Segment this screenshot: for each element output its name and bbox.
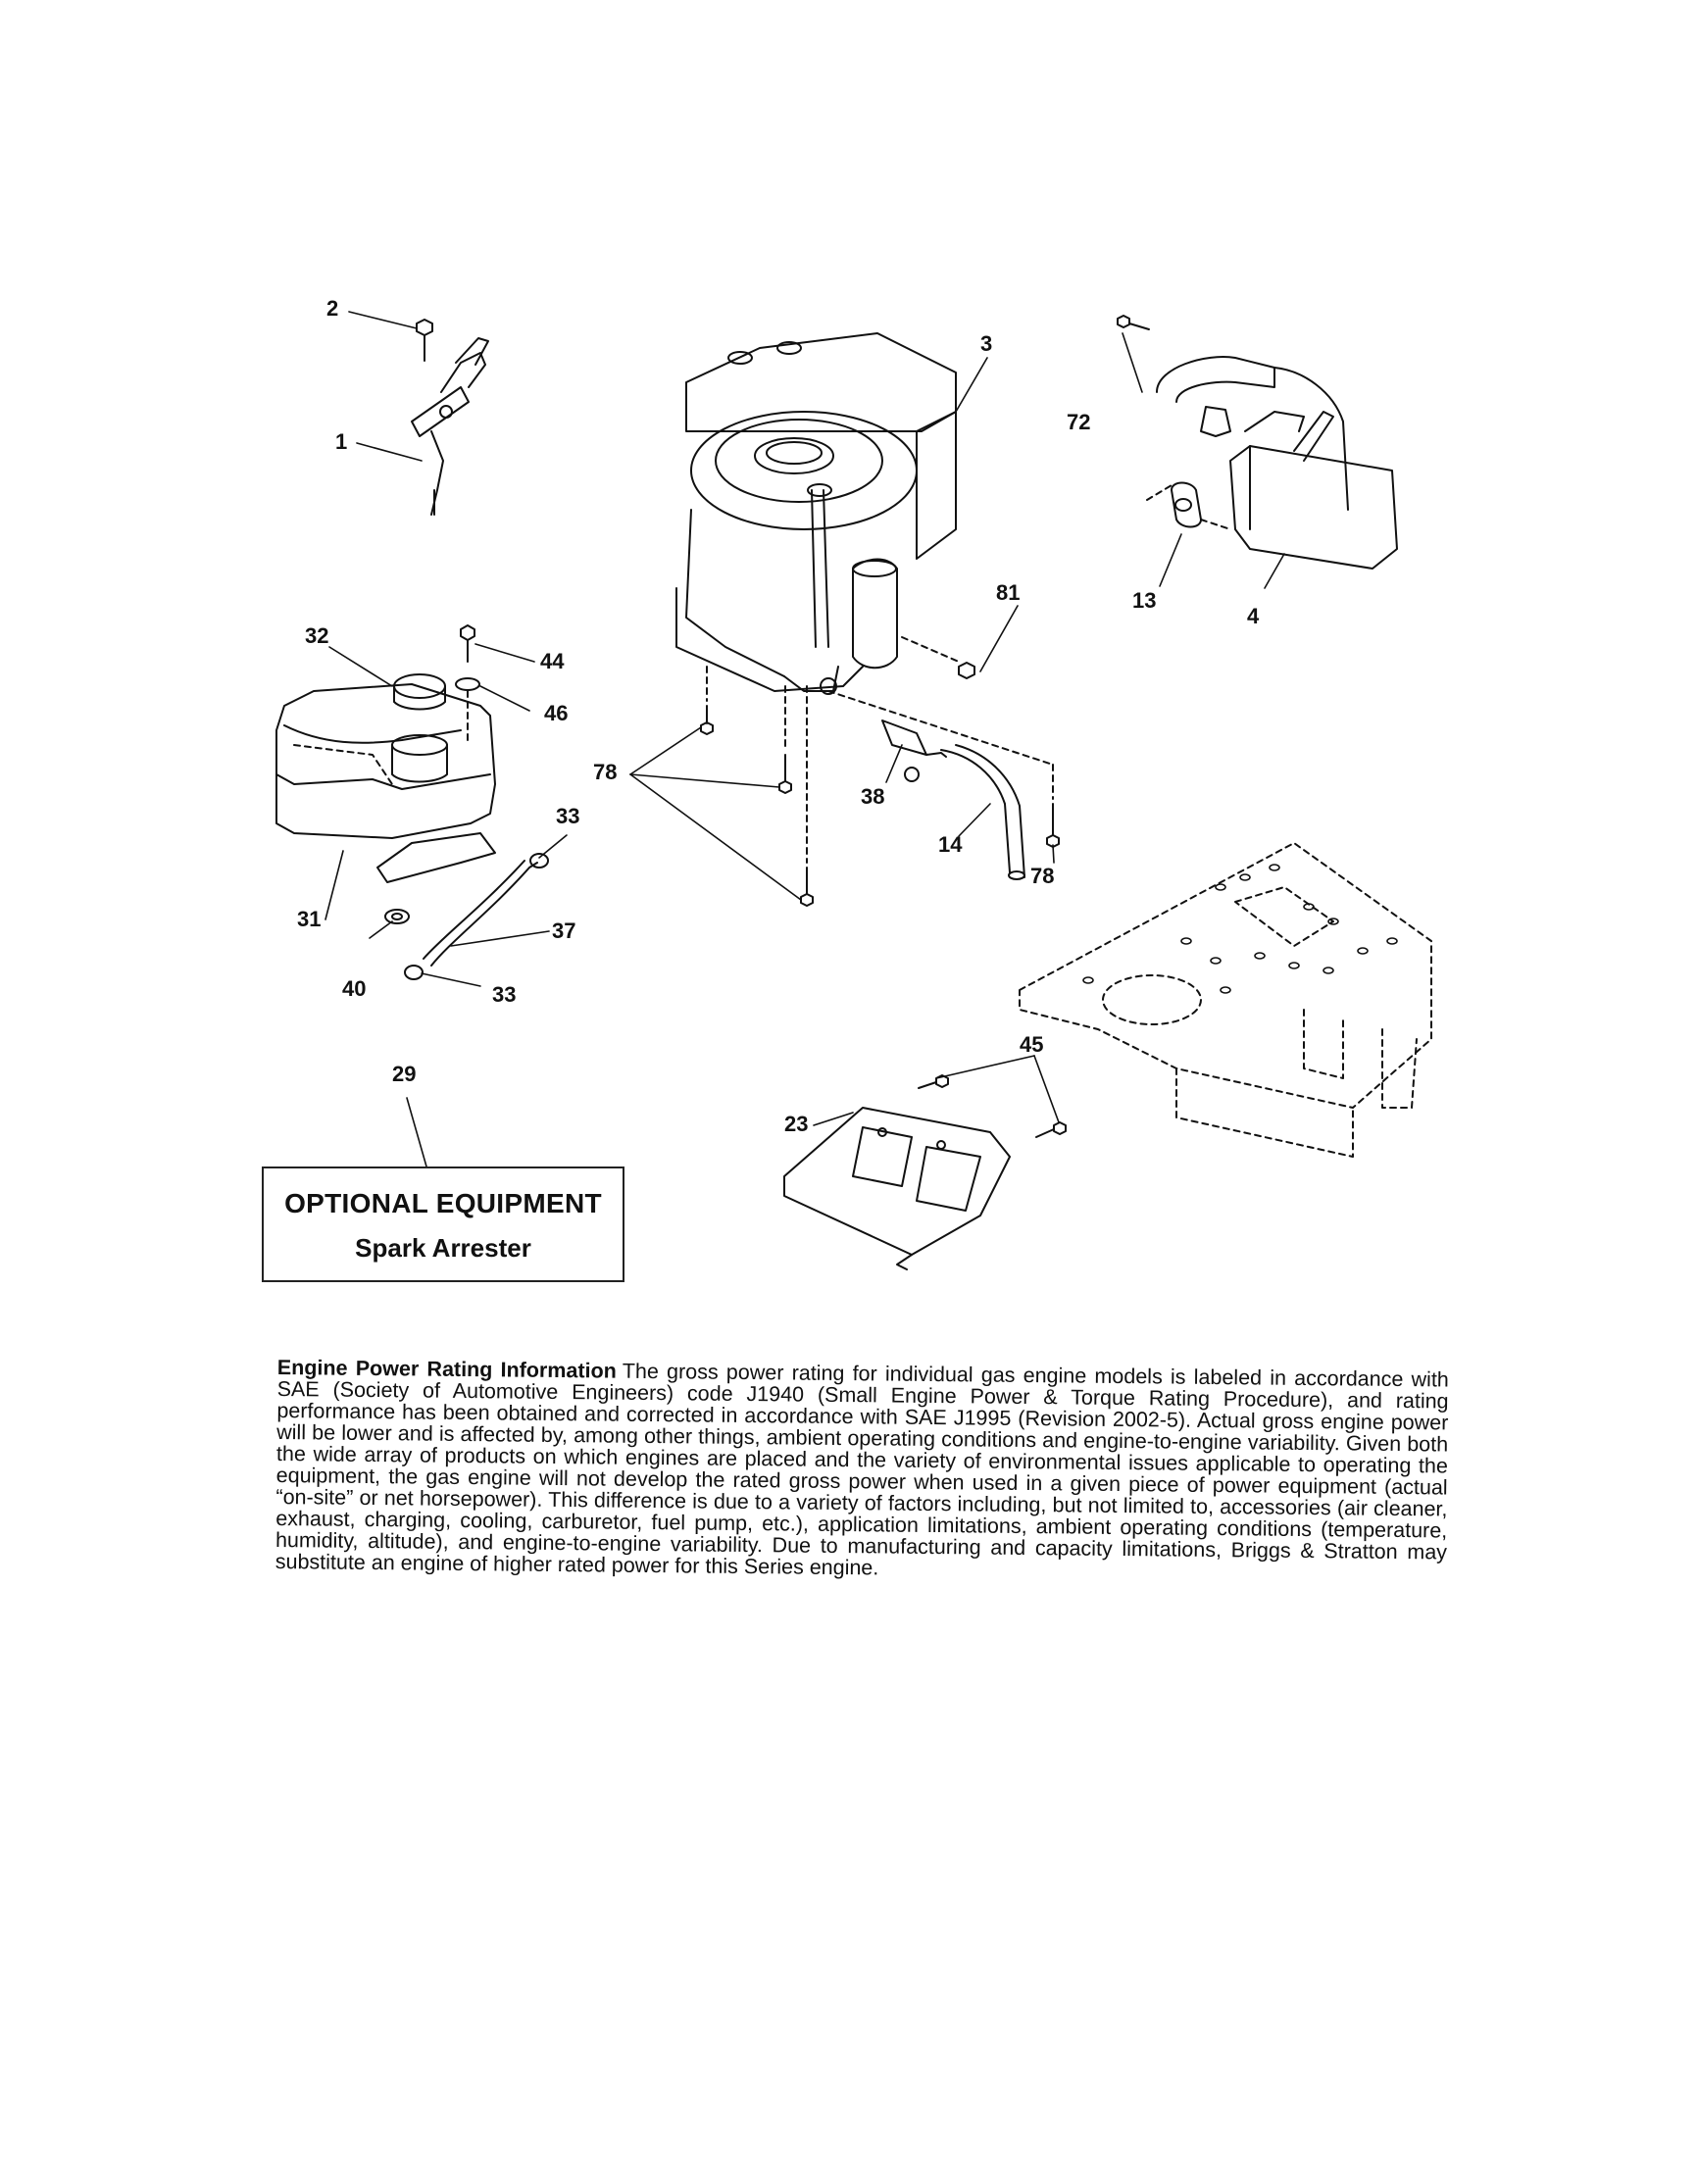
engine-power-rating-body: The gross power rating for individual ga…: [275, 1359, 1449, 1580]
part-label-3: 3: [980, 331, 992, 356]
optional-equipment-title: OPTIONAL EQUIPMENT: [284, 1188, 602, 1218]
leader-lines: [324, 311, 1285, 1167]
part-label-32: 32: [305, 623, 328, 648]
part-label-37: 37: [552, 918, 575, 943]
part-label-14: 14: [938, 832, 963, 857]
frame-holes: [1082, 864, 1398, 994]
fasteners-drawing: [700, 636, 1060, 907]
part-label-81: 81: [996, 580, 1020, 605]
part-label-38: 38: [861, 784, 884, 809]
part-label-46: 46: [544, 701, 568, 725]
part-label-33-b: 33: [492, 982, 516, 1007]
part-label-13: 13: [1132, 588, 1156, 613]
part-label-33-a: 33: [556, 804, 579, 828]
part-label-40: 40: [342, 976, 366, 1001]
part-label-78-b: 78: [1030, 864, 1054, 888]
engine-parts-diagram: 2 1 3 72 81 13 4 32 44 46 78 38 33 14 78…: [275, 296, 1432, 1270]
part-label-44: 44: [540, 649, 565, 673]
part-label-1: 1: [335, 429, 347, 454]
heat-shield-drawing: [783, 1074, 1067, 1270]
frame-drawing: [1019, 842, 1432, 1158]
part-label-4: 4: [1247, 604, 1260, 628]
muffler-drawing: [1117, 315, 1398, 570]
part-label-78-a: 78: [593, 760, 617, 784]
part-label-29: 29: [392, 1062, 416, 1086]
engine-drawing: [675, 332, 957, 695]
part-number-labels: 2 1 3 72 81 13 4 32 44 46 78 38 33 14 78…: [297, 296, 1260, 1136]
part-label-45: 45: [1020, 1032, 1043, 1057]
throttle-control-drawing: [411, 319, 489, 516]
part-label-72: 72: [1067, 410, 1090, 434]
part-label-31: 31: [297, 907, 321, 931]
spark-arrester-label: Spark Arrester: [355, 1233, 531, 1263]
part-label-23: 23: [784, 1112, 808, 1136]
optional-equipment-box: OPTIONAL EQUIPMENT Spark Arrester: [262, 1166, 624, 1282]
fuel-tank-drawing: [275, 624, 549, 980]
part-label-2: 2: [326, 296, 338, 321]
